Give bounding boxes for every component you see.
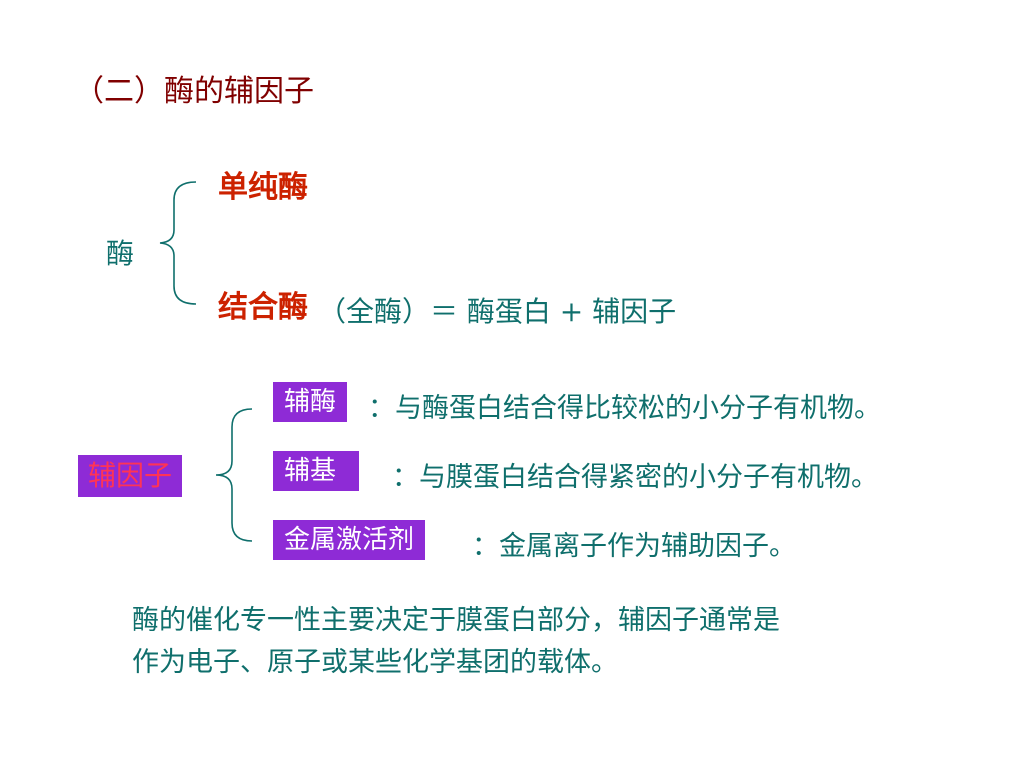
coenzyme-desc: ：与酶蛋白结合得比较松的小分子有机物。: [368, 393, 881, 424]
summary-line-2: 作为电子、原子或某些化学基团的载体。: [132, 647, 618, 678]
prosthetic-group-term: 辅基: [273, 451, 360, 491]
slide-title: （二）酶的辅因子: [74, 74, 314, 109]
enzyme-brace: [159, 181, 197, 305]
summary-line-1: 酶的催化专一性主要决定于膜蛋白部分，辅因子通常是: [132, 605, 780, 636]
metal-activator-desc: ：金属离子作为辅助因子。: [472, 531, 796, 562]
cofactor-brace: [215, 408, 253, 542]
prosthetic-group-desc: ：与膜蛋白结合得紧密的小分子有机物。: [392, 462, 878, 493]
enzyme-label: 酶: [106, 237, 135, 270]
conjugated-enzyme-label: 结合酶: [218, 290, 308, 325]
cofactor-label: 辅因子: [78, 455, 183, 497]
simple-enzyme-label: 单纯酶: [218, 170, 308, 205]
metal-activator-term: 金属激活剂: [273, 520, 426, 560]
coenzyme-term: 辅酶: [273, 382, 348, 422]
holoenzyme-equation: （全酶）＝ 酶蛋白 + 辅因子: [318, 295, 677, 328]
